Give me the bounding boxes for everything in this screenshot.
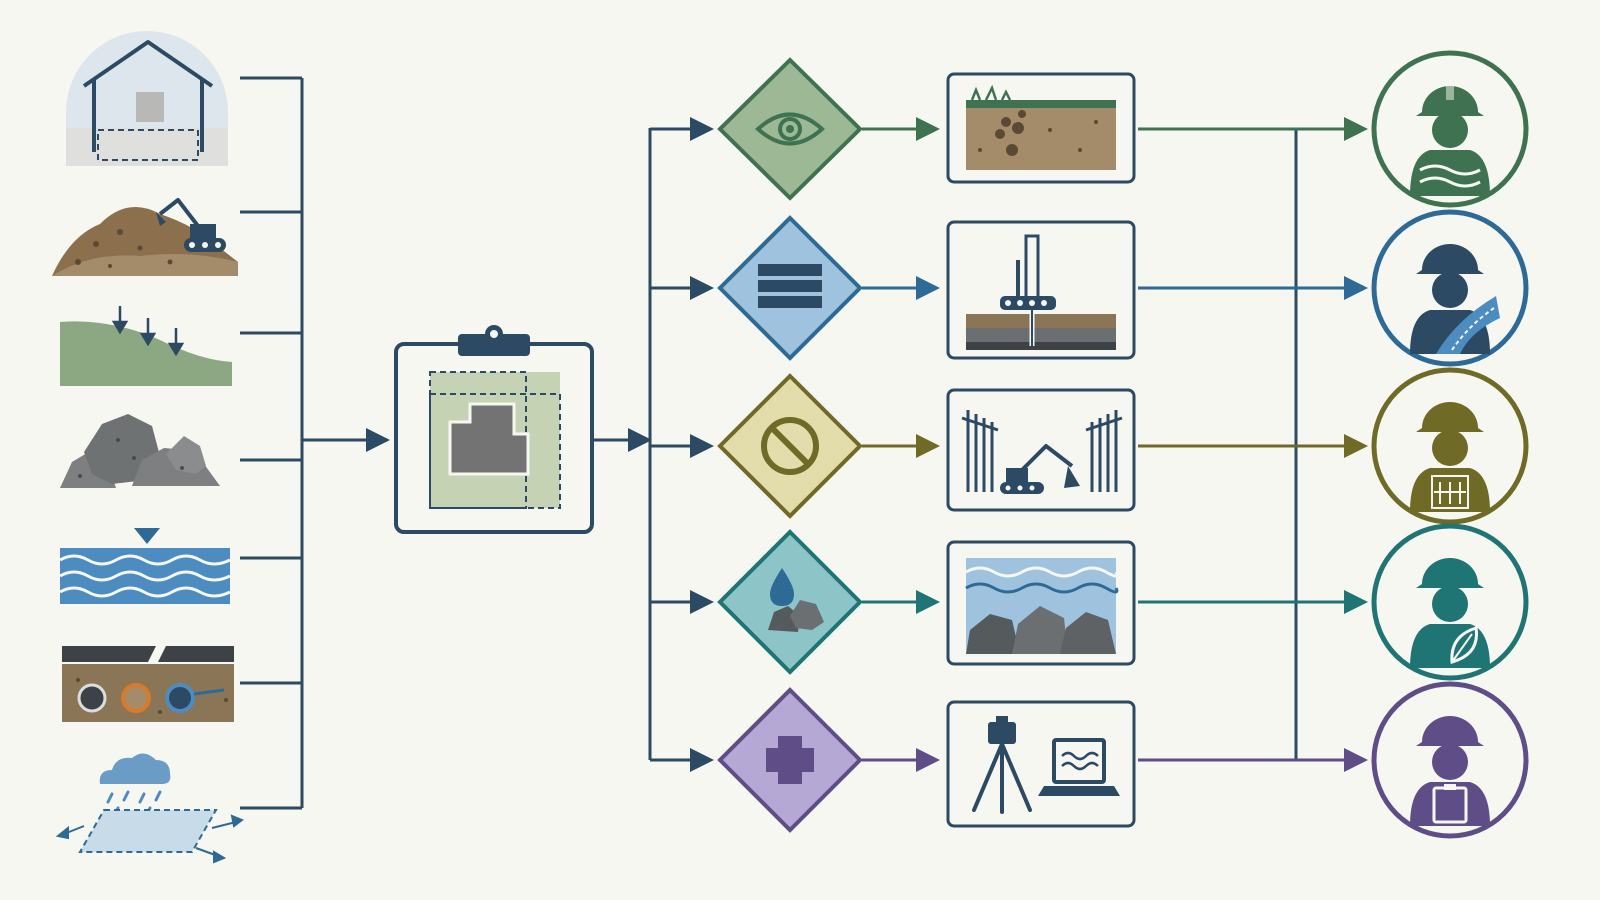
prohibited-icon xyxy=(761,417,819,475)
trunk-branch-arrows xyxy=(650,117,714,772)
decision-diamond-inspect xyxy=(717,57,863,201)
slope-load-icon xyxy=(60,306,232,386)
decision-diamond-additional xyxy=(717,687,863,833)
worker-clipboard-icon xyxy=(1371,681,1529,839)
boulders-icon xyxy=(60,414,220,488)
site-plan-clipboard-icon xyxy=(394,325,594,534)
decision-diamond-layers xyxy=(717,215,863,361)
buried-utilities-icon xyxy=(62,646,234,722)
groundwater-level-icon xyxy=(59,528,231,604)
survey-instrument-scene-icon xyxy=(946,700,1136,828)
shoring-excavator-scene-icon xyxy=(946,388,1136,512)
soil-profile-scene-icon xyxy=(946,72,1136,184)
layers-icon xyxy=(758,264,822,308)
water-rock-icon xyxy=(768,568,824,632)
decision-diamond-restriction xyxy=(717,373,863,519)
input-bracket-connector xyxy=(240,76,304,810)
excavation-spoil-icon xyxy=(52,198,238,276)
decision-diamond-water-rock xyxy=(717,529,863,675)
worker-leaf-icon xyxy=(1371,523,1529,681)
eye-icon xyxy=(755,112,825,146)
worker-soil-icon xyxy=(1371,50,1529,208)
water-over-rocks-scene-icon xyxy=(946,540,1136,666)
plus-icon xyxy=(766,736,814,784)
drilling-rig-scene-icon xyxy=(946,220,1136,360)
worker-building-icon xyxy=(1371,367,1529,525)
rainfall-runoff-icon xyxy=(55,753,245,864)
building-footprint-icon xyxy=(66,31,228,166)
worker-road-icon xyxy=(1371,209,1529,367)
